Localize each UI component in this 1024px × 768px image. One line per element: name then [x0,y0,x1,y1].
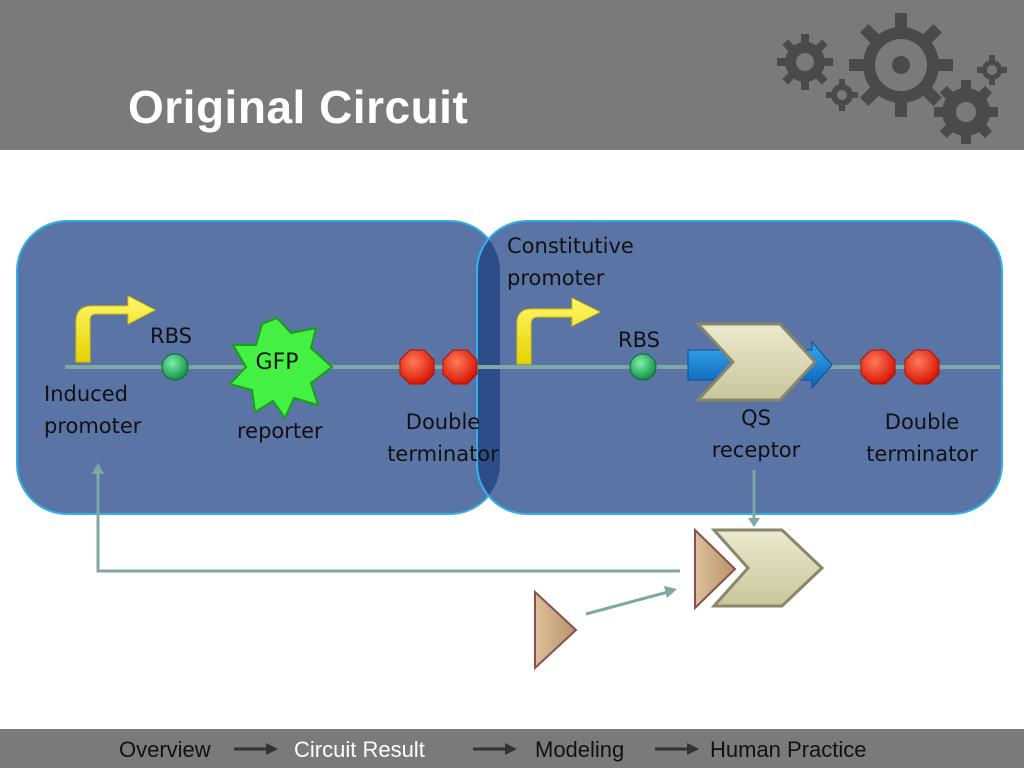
qs-receptor-label: QS receptor [700,402,812,466]
header-bar [0,0,1024,150]
constitutive-promoter-label: Constitutive promoter [507,230,634,294]
label-line: Constitutive [507,234,634,258]
double-terminator-label-left: Double terminator [382,406,504,470]
circuit-diagram [16,220,1003,671]
label-line: promoter [44,414,142,438]
feedback-arrow [96,472,680,573]
label-line: receptor [711,438,801,462]
qs-receptor-icon [694,322,818,402]
double-terminator-label-right: Double terminator [860,406,984,470]
terminator-icon [399,349,435,385]
rbs-icon [161,353,189,381]
signal-molecule-icon [534,589,578,671]
arrow-right-icon [234,743,278,755]
nav-circuit-result[interactable]: Circuit Result [294,737,425,762]
rbs-label-left: RBS [150,324,192,348]
nav-modeling[interactable]: Modeling [535,737,625,762]
label-line: terminator [866,442,978,466]
signal-molecule-bound-icon [694,527,737,611]
arrow-right-icon [473,743,517,755]
gears-icon [777,13,1007,144]
rbs-label-right: RBS [618,328,660,352]
arrow-right-icon [655,743,699,755]
gfp-star-icon [228,316,334,421]
feedback-arrow-head [92,463,104,474]
induced-promoter-label: Induced promoter [44,378,141,442]
label-line: terminator [387,442,499,466]
rbs-icon [629,353,657,381]
constitutive-promoter-arrow-icon [516,297,602,365]
nav-human-practice[interactable]: Human Practice [710,737,867,762]
terminator-icon [860,349,896,385]
binding-arrow-head [664,586,677,598]
expression-arrow-head [748,518,760,527]
qs-receptor-complex-icon [710,528,825,608]
slide-title: Original Circuit [128,81,469,133]
terminator-icon [442,349,478,385]
terminator-icon [904,349,940,385]
binding-arrow [585,590,669,616]
induced-promoter-arrow-icon [75,295,157,363]
gfp-label: GFP [255,350,299,375]
nav-overview[interactable]: Overview [119,737,211,762]
label-line: QS [741,406,771,430]
label-line: promoter [507,266,605,290]
reporter-label: reporter [237,419,323,443]
label-line: Double [405,410,481,434]
label-line: Double [884,410,960,434]
label-line: Induced [44,382,128,406]
